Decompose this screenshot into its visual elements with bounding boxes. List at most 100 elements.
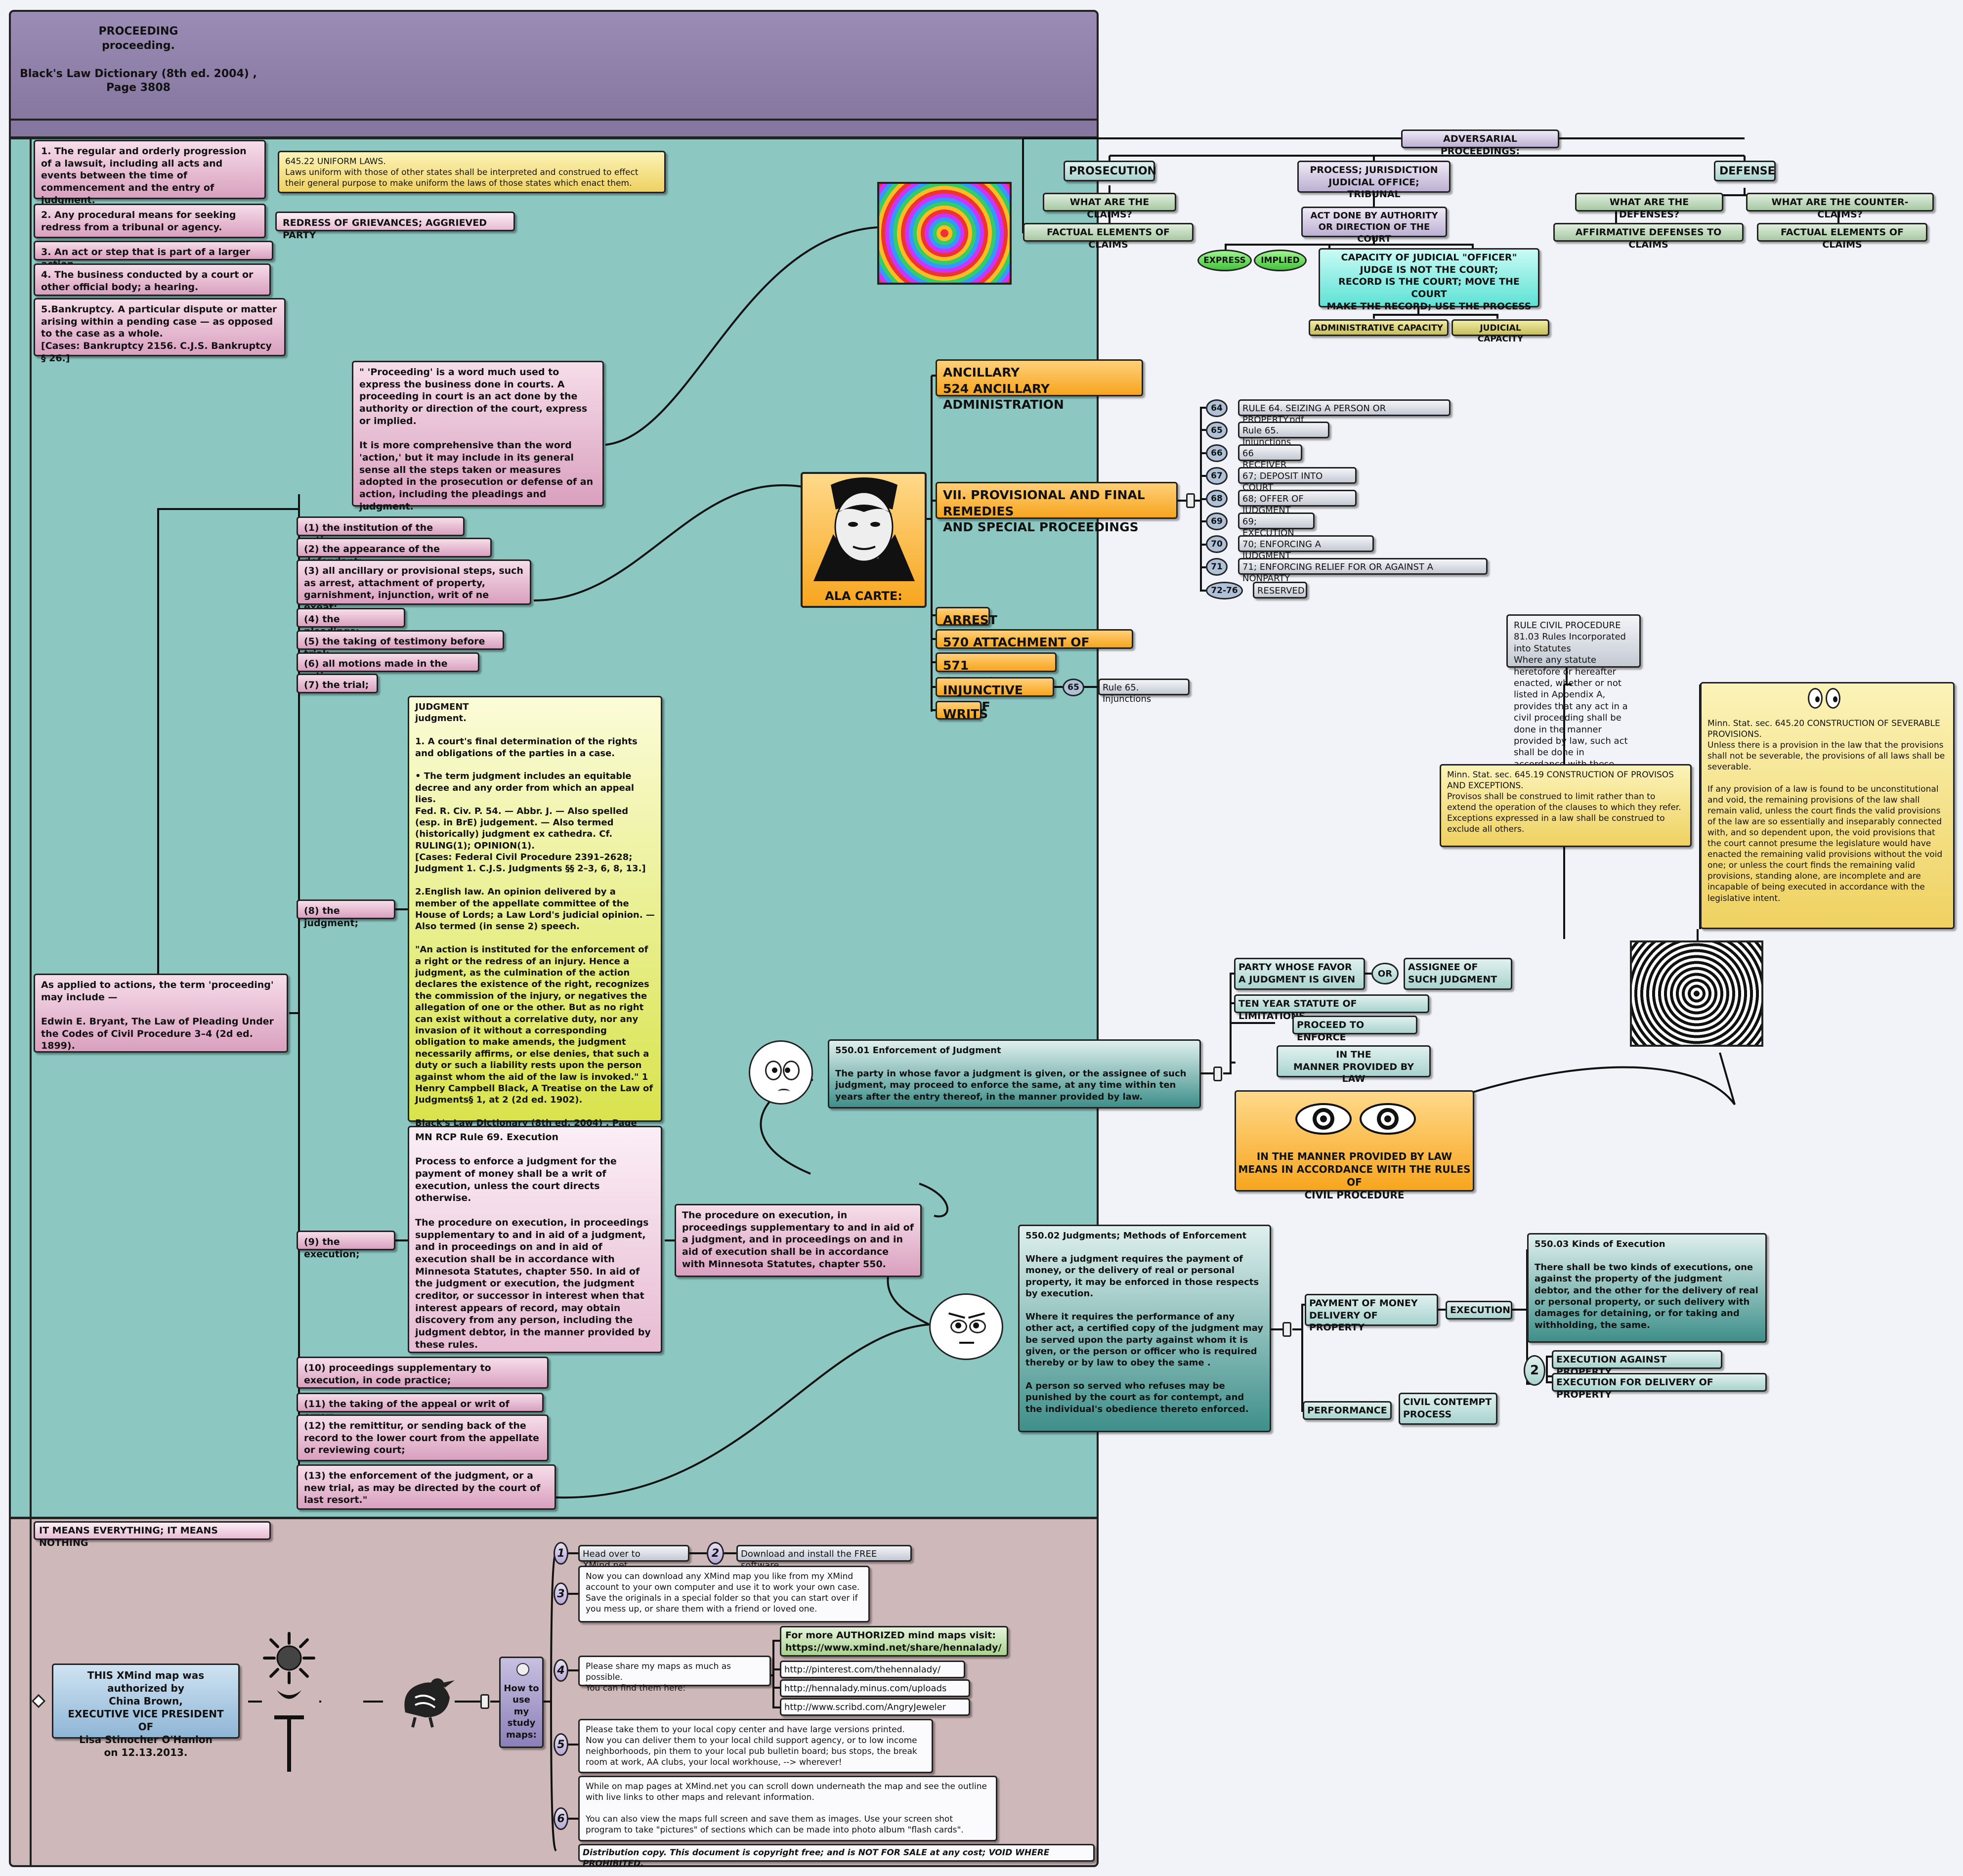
rule-66-number: 66: [1206, 444, 1228, 462]
enforcement-collapse-toggle[interactable]: [1213, 1066, 1222, 1081]
payment-delivery-node: PAYMENT OF MONEY DELIVERY OF PROPERTY: [1305, 1294, 1438, 1333]
howto-step-3-number: 3: [554, 1582, 568, 1605]
step-12: (12) the remittitur, or sending back of …: [297, 1414, 549, 1461]
adinkra-sun-icon: [263, 1632, 315, 1772]
rule-72-76-number: 72-76: [1206, 582, 1243, 599]
administrative-capacity-node: ADMINISTRATIVE CAPACITY: [1309, 319, 1449, 336]
vampire-icon: [813, 477, 915, 581]
remedies-collapse-toggle[interactable]: [1186, 493, 1195, 508]
implied-label: IMPLIED: [1261, 256, 1300, 265]
counterclaims-node: WHAT ARE THE COUNTER-CLAIMS?: [1746, 193, 1934, 220]
statute-550-02: 550.02 Judgments; Methods of Enforcement…: [1018, 1225, 1271, 1432]
definition-4: 4. The business conducted by a court or …: [34, 263, 271, 296]
rule-69-link[interactable]: 69; EXECUTION: [1238, 512, 1315, 538]
authorized-maps-link[interactable]: For more AUTHORIZED mind maps visit: htt…: [780, 1626, 1008, 1657]
judgment-party-node: PARTY WHOSE FAVOR A JUDGMENT IS GIVEN: [1234, 958, 1365, 990]
manner-node: IN THE MANNER PROVIDED BY LAW: [1277, 1045, 1431, 1084]
howto-label: How to use my study maps:: [504, 1683, 539, 1740]
minus-link[interactable]: http://hennalady.minus.com/uploads: [780, 1679, 970, 1697]
assignee-node: ASSIGNEE OF SUCH JUDGMENT: [1404, 958, 1512, 990]
methods-collapse-toggle[interactable]: [1282, 1322, 1291, 1337]
defenses-node: WHAT ARE THE DEFENSES?: [1575, 193, 1723, 220]
manner-rules-label: IN THE MANNER PROVIDED BY LAW MEANS IN A…: [1238, 1151, 1471, 1201]
author-credit: THIS XMind map was authorized by China B…: [52, 1663, 240, 1758]
execution-delivery-node: EXECUTION FOR DELIVERY OF PROPERTY: [1552, 1373, 1767, 1400]
hypno-eyes-icon: [1295, 1103, 1416, 1135]
affirmative-defenses-node: AFFIRMATIVE DEFENSES TO CLAIMS: [1553, 223, 1744, 250]
rule-69-number: 69: [1206, 512, 1228, 530]
step-8: (8) the judgment;: [297, 899, 395, 929]
express-label: EXPRESS: [1203, 256, 1246, 265]
footer-panel-rail: [9, 1517, 32, 1867]
rule-67-link[interactable]: 67; DEPOSIT INTO COURT: [1238, 467, 1357, 493]
howto-step-6: While on map pages at XMind.net you can …: [578, 1776, 997, 1841]
psychedelic-spiral-image: [877, 182, 1012, 285]
counter-elements-node: FACTUAL ELEMENTS OF CLAIMS: [1757, 223, 1927, 250]
uniform-laws-note: 645.22 UNIFORM LAWS. Laws uniform with t…: [278, 151, 666, 193]
step-7: (7) the trial;: [297, 674, 378, 693]
ala-carte-label: ALA CARTE:: [825, 589, 902, 603]
howto-step-6-number: 6: [554, 1807, 568, 1830]
definition-1: 1. The regular and orderly progression o…: [34, 140, 266, 206]
statute-550-01: 550.01 Enforcement of Judgment The party…: [828, 1039, 1201, 1109]
scribd-link[interactable]: http://www.scribd.com/AngryJeweler: [780, 1698, 970, 1716]
ala-carte-arrest: ARREST: [936, 607, 997, 627]
step-6: (6) all motions made in the action;: [297, 652, 479, 682]
prosecution-node: PROSECUTION: [1064, 161, 1156, 181]
howto-step-1-number: 1: [554, 1542, 568, 1565]
pinterest-link[interactable]: http://pinterest.com/thehennalady/: [780, 1661, 965, 1678]
howto-node: How to use my study maps:: [499, 1657, 544, 1748]
definition-3: 3. An act or step that is part of a larg…: [34, 241, 273, 270]
rule-66-link[interactable]: 66 RECEIVER: [1238, 444, 1302, 470]
rule-72-76-link[interactable]: RESERVED: [1253, 582, 1307, 598]
two-kinds-node: 2: [1524, 1355, 1545, 1386]
bw-spiral-image: [1630, 940, 1763, 1047]
definition-2: 2. Any procedural means for seeking redr…: [34, 204, 266, 238]
main-panel-rail: [9, 137, 32, 1519]
howto-step-4: Please share my maps as much as possible…: [578, 1656, 771, 1693]
ala-carte-garnishment: 571 GARNISHMENT: [936, 652, 1057, 689]
statute-645-20: Minn. Stat. sec. 645.20 CONSTRUCTION OF …: [1700, 682, 1955, 929]
definition-5: 5.Bankruptcy. A particular dispute or ma…: [34, 298, 286, 364]
step-2: (2) the appearance of the defendant;: [297, 538, 492, 567]
claims-node: WHAT ARE THE CLAIMS?: [1043, 193, 1176, 220]
ala-carte-injunctive-relief: INJUNCTIVE RELIEF: [936, 677, 1054, 714]
statute-550-03: 550.03 Kinds of Execution There shall be…: [1527, 1233, 1767, 1343]
capacity-node: CAPACITY OF JUDICIAL "OFFICER" JUDGE IS …: [1319, 248, 1539, 312]
authority-node: ACT DONE BY AUTHORITY OR DIRECTION OF TH…: [1301, 207, 1447, 244]
judgment-definition: JUDGMENT judgment. 1. A court's final de…: [408, 696, 662, 1140]
rule-68-link[interactable]: 68; OFFER OF JUDGMENT: [1238, 490, 1357, 515]
rule-71-link[interactable]: 71; ENFORCING RELIEF FOR OR AGAINST A NO…: [1238, 558, 1488, 584]
rule-64-link[interactable]: RULE 64. SEIZING A PERSON OR PROPERTY.pd…: [1238, 399, 1451, 425]
angry-face-icon: [929, 1293, 1003, 1360]
rule-8103-note: RULE CIVIL PROCEDURE 81.03 Rules Incorpo…: [1506, 614, 1641, 781]
page-title: PROCEEDING proceeding. Black's Law Dicti…: [20, 25, 257, 94]
rule-68-number: 68: [1206, 490, 1228, 508]
step-13: (13) the enforcement of the judgment, or…: [297, 1464, 556, 1510]
rule-65-number: 65: [1206, 422, 1228, 439]
implied-node: IMPLIED: [1254, 250, 1307, 271]
howto-step-1[interactable]: Head over to XMind.net.: [578, 1545, 689, 1571]
rule-65-link[interactable]: Rule 65. Injunctions: [1238, 422, 1329, 447]
footer-title: IT MEANS EVERYTHING; IT MEANS NOTHING: [34, 1521, 271, 1548]
adversarial-title: ADVERSARIAL PROCEEDINGS:: [1401, 129, 1559, 157]
footer-collapse-toggle[interactable]: [480, 1694, 489, 1709]
eyes-icon: [1808, 688, 1842, 710]
howto-step-2-number: 2: [707, 1542, 724, 1565]
step-4: (4) the pleadings;: [297, 608, 405, 637]
execution-rule-69: MN RCP Rule 69. Execution Process to enf…: [408, 1126, 662, 1353]
injunction-rule-link[interactable]: Rule 65. Injunctions: [1098, 679, 1190, 704]
performance-node: PERFORMANCE: [1303, 1401, 1392, 1420]
header-panel: [9, 10, 1099, 121]
redress-node: REDRESS OF GRIEVANCES; AGGRIEVED PARTY: [275, 212, 515, 241]
judicial-capacity-node: JUDICIAL CAPACITY: [1451, 319, 1549, 344]
remedies-node: VII. PROVISIONAL AND FINAL REMEDIES AND …: [936, 482, 1178, 534]
express-node: EXPRESS: [1197, 250, 1252, 271]
applied-to-actions: As applied to actions, the term 'proceed…: [34, 974, 288, 1053]
injunction-rule-number: 65: [1063, 679, 1084, 696]
rule-70-link[interactable]: 70; ENFORCING A JUDGMENT: [1238, 535, 1374, 561]
worried-face-icon: [749, 1040, 813, 1105]
ancillary-node: ANCILLARY 524 ANCILLARY ADMINISTRATION: [936, 359, 1143, 412]
rule-70-number: 70: [1206, 535, 1228, 553]
step-10: (10) proceedings supplementary to execut…: [297, 1357, 549, 1389]
